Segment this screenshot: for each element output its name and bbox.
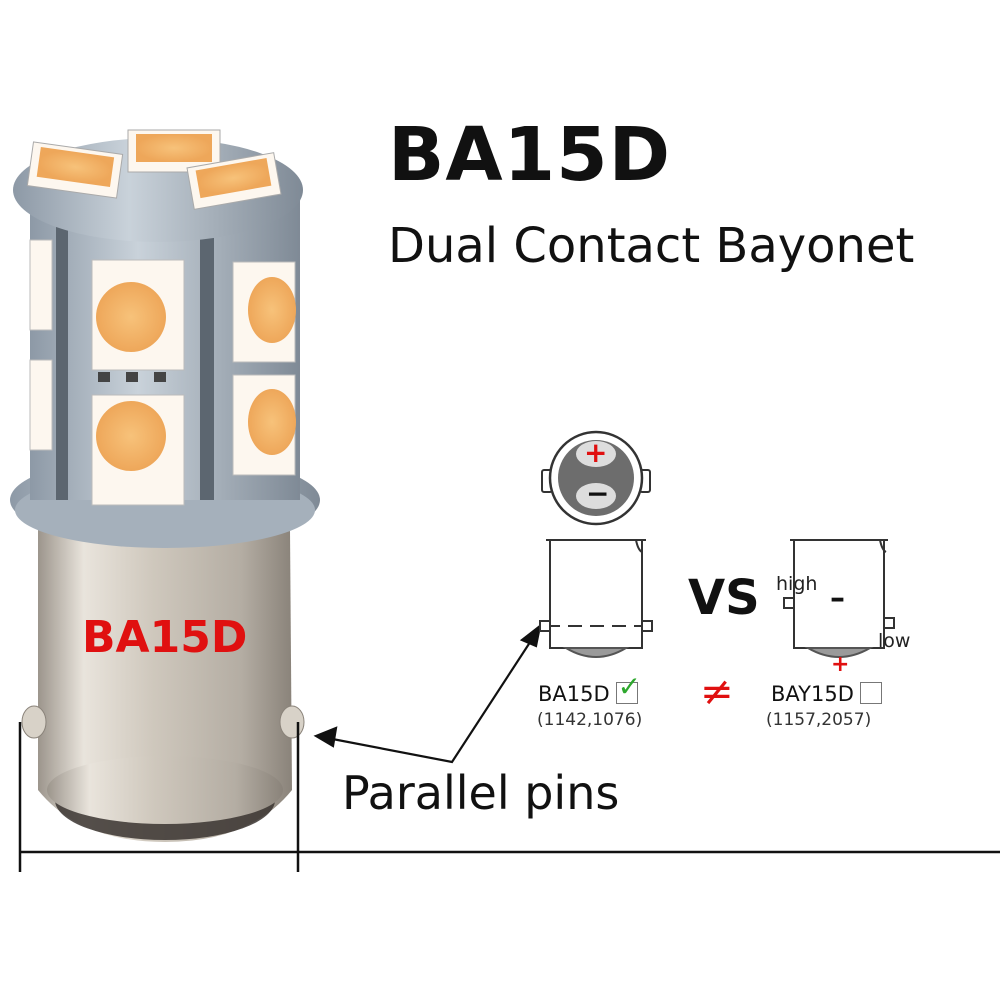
bay15d-checkbox <box>859 682 882 704</box>
left-pin <box>21 705 47 739</box>
not-equal-sign: ≠ <box>700 669 734 715</box>
right-pin <box>279 705 305 739</box>
check-icon: ✓ <box>617 670 642 703</box>
led-bulb-image <box>10 129 320 842</box>
bay15d-high-label: high <box>776 573 818 595</box>
parallel-pins-label: Parallel pins <box>342 766 620 820</box>
bay15d-codes: (1157,2057) <box>766 710 872 730</box>
ba15d-caption: BA15D✓ <box>538 673 641 706</box>
bay15d-plus-label: + <box>831 652 850 677</box>
socket-minus-sign: − <box>586 477 610 510</box>
bay15d-caption: BAY15D <box>771 682 882 706</box>
pointer-arrow <box>313 623 542 764</box>
bay15d-base-diagram <box>783 539 895 658</box>
bay15d-minus-label: – <box>830 581 845 616</box>
led-modules <box>29 239 296 506</box>
ba15d-name: BA15D <box>538 682 610 706</box>
bay15d-name: BAY15D <box>771 682 854 706</box>
page-subtitle: Dual Contact Bayonet <box>388 218 915 274</box>
page-title: BA15D <box>388 112 672 198</box>
bay15d-low-label: low <box>878 630 911 652</box>
ba15d-codes: (1142,1076) <box>537 710 643 730</box>
ba15d-checkbox: ✓ <box>615 673 641 704</box>
measurement-lines <box>18 722 1000 872</box>
ba15d-base-diagram <box>539 539 654 658</box>
bulb-base-label: BA15D <box>82 612 248 663</box>
socket-icon <box>541 430 651 526</box>
vs-label: VS <box>688 570 760 626</box>
socket-plus-sign: + <box>584 436 608 469</box>
